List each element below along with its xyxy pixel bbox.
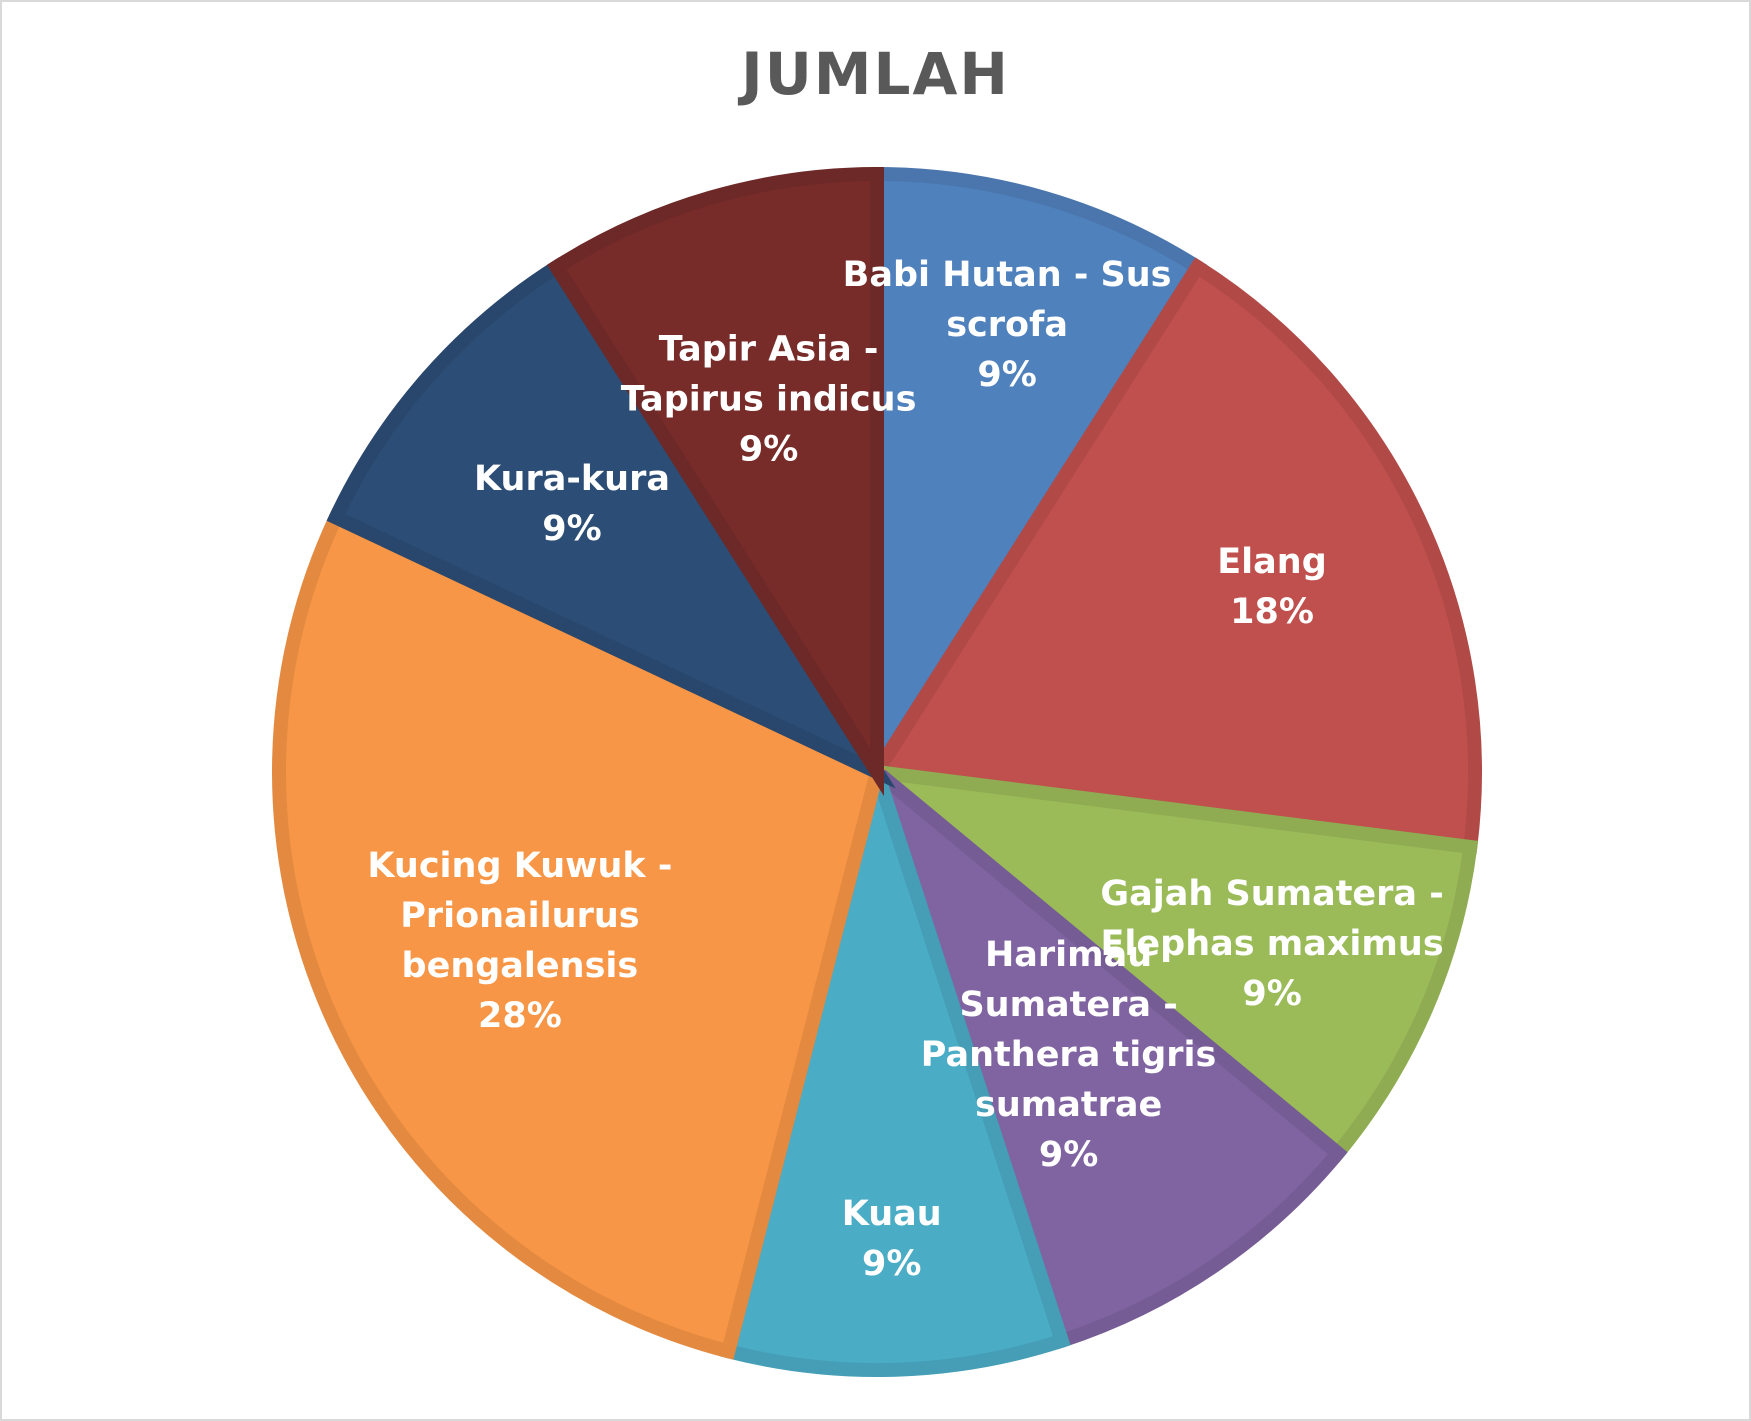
slice-category-7: Tapir Asia -: [659, 330, 879, 370]
slice-category-2: Gajah Sumatera -: [1100, 874, 1443, 914]
slice-percent-7: 9%: [739, 430, 798, 470]
slice-percent-0: 9%: [977, 355, 1036, 395]
slice-label-2: Gajah Sumatera - Elephas maximus 9%: [1100, 874, 1443, 1014]
slice-category-5: Kucing Kuwuk -: [367, 846, 672, 886]
slice-category-7: Tapirus indicus: [621, 380, 917, 420]
slice-percent-6: 9%: [542, 509, 601, 549]
chart-title: JUMLAH: [741, 40, 1010, 108]
slice-category-4: Kuau: [842, 1194, 942, 1234]
slice-label-4: Kuau 9%: [842, 1194, 942, 1284]
pie-slice-2: [853, 762, 1479, 1164]
slice-label-5: Kucing Kuwuk - Prionailurus bengalensis 28%: [367, 846, 672, 1036]
slice-category-0: Babi Hutan - Sus: [843, 255, 1172, 295]
slice-category-6: Kura-kura: [474, 459, 670, 499]
slice-category-5: Prionailurus: [400, 896, 639, 936]
slice-label-0: Babi Hutan - Sus scrofa 9%: [843, 255, 1172, 395]
slice-category-3: sumatrae: [975, 1085, 1162, 1125]
slice-category-3: Harimau: [985, 935, 1152, 975]
pie-slice-1: [865, 257, 1482, 855]
slice-category-2: Elephas maximus: [1101, 924, 1444, 964]
slice-percent-2: 9%: [1242, 974, 1301, 1014]
slice-category-1: Elang: [1217, 542, 1327, 582]
slice-category-3: Panthera tigris: [921, 1035, 1217, 1075]
slice-percent-4: 9%: [862, 1244, 921, 1284]
slice-percent-3: 9%: [1039, 1135, 1098, 1175]
pie-slice-4: [719, 746, 1071, 1377]
slice-label-1: Elang 18%: [1217, 542, 1327, 632]
slice-label-7: Tapir Asia - Tapirus indicus 9%: [621, 330, 917, 470]
slice-percent-1: 18%: [1230, 592, 1314, 632]
pie-data-labels: Babi Hutan - Sus scrofa 9% Elang 18% Gajah Su…: [367, 255, 1443, 1284]
slice-category-3: Sumatera -: [959, 985, 1177, 1025]
pie-slices: [271, 166, 1482, 1377]
slice-percent-5: 28%: [478, 996, 562, 1036]
slice-category-0: scrofa: [946, 305, 1068, 345]
pie-slice-5: [271, 508, 886, 1360]
slice-label-6: Kura-kura 9%: [474, 459, 670, 549]
pie-slice-3: [862, 751, 1348, 1350]
pie-slice-6: [326, 257, 896, 789]
pie-slice-0: [870, 166, 1208, 797]
slice-category-5: bengalensis: [402, 946, 639, 986]
pie-slice-7: [546, 166, 884, 797]
